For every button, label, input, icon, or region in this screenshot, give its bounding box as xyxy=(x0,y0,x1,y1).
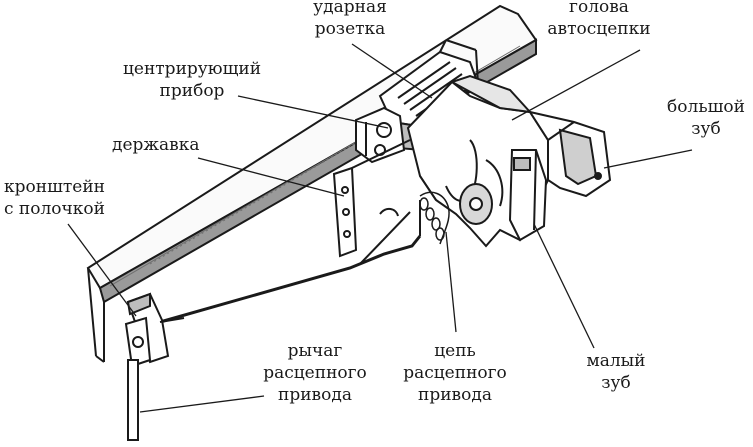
large-tooth xyxy=(527,110,612,198)
label-uncoupling-lever: рычаг расцепного привода xyxy=(263,341,367,405)
uncoupling-rod xyxy=(159,200,422,324)
label-strike-socket: ударная розетка xyxy=(313,0,387,39)
label-centering-device: центрирующий прибор xyxy=(122,59,262,101)
bracket-with-shelf xyxy=(126,292,185,364)
label-small-tooth: малый зуб xyxy=(586,351,646,393)
label-bracket: кронштейн с полочкой xyxy=(4,177,106,219)
centering-device xyxy=(355,106,406,164)
label-large-tooth: большой зуб xyxy=(667,97,745,139)
small-tooth xyxy=(508,149,548,242)
uncoupling-chain xyxy=(419,191,450,245)
leader-lines xyxy=(67,43,693,413)
label-holder: державка xyxy=(112,135,200,155)
label-coupler-head: голова автосцепки xyxy=(547,0,651,39)
lever-handle xyxy=(124,316,152,441)
holder xyxy=(332,139,411,258)
label-uncoupling-chain: цепь расцепного привода xyxy=(403,341,507,405)
